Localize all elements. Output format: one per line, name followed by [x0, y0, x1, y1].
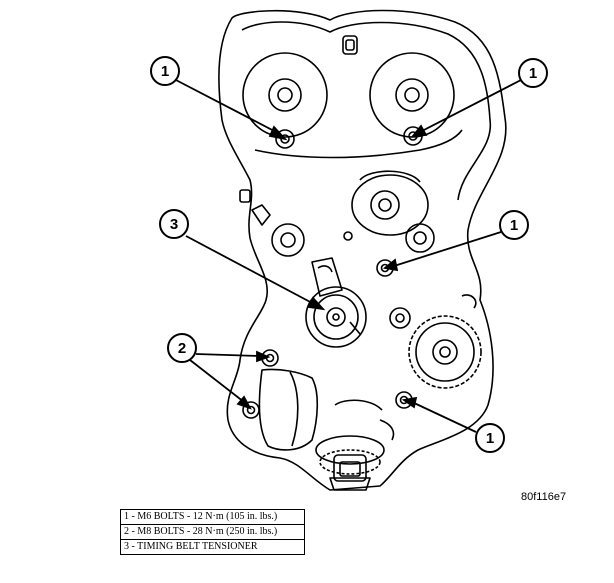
oil-pump-gear — [408, 315, 482, 389]
callout-circle-1-top-left — [150, 56, 180, 86]
callout-circle-1-top-right — [518, 58, 548, 88]
callout-label-1-top-right: 1 — [529, 65, 537, 82]
bolt-top-left — [275, 129, 295, 149]
callout-circle-1-bottom-right — [475, 423, 505, 453]
timing-cover-outline — [218, 9, 507, 491]
legend-table: 1 - M6 BOLTS - 12 N·m (105 in. lbs.) 2 -… — [120, 509, 305, 555]
callout-label-1-bottom-right: 1 — [486, 430, 494, 447]
callout-label-1-top-left: 1 — [161, 63, 169, 80]
legend-row: 1 - M6 BOLTS - 12 N·m (105 in. lbs.) — [121, 510, 304, 525]
rear-cover-inner-line — [241, 21, 491, 201]
figure-id: 80f116e7 — [521, 491, 567, 503]
timing-belt-tensioner — [305, 257, 367, 348]
cam-pulley-left — [242, 52, 328, 138]
callout-circle-2 — [167, 333, 197, 363]
callout-circle-1-mid-right — [499, 210, 529, 240]
callout-label-3: 3 — [170, 216, 178, 233]
callout-label-2: 2 — [178, 340, 186, 357]
crankshaft-sprocket — [315, 435, 385, 491]
cam-pulley-right — [369, 52, 455, 138]
legend-row: 2 - M8 BOLTS - 28 N·m (250 in. lbs.) — [121, 525, 304, 540]
legend-row: 3 - TIMING BELT TENSIONER — [124, 541, 258, 552]
callout-circle-3 — [159, 209, 189, 239]
callout-label-1-mid-right: 1 — [510, 217, 518, 234]
